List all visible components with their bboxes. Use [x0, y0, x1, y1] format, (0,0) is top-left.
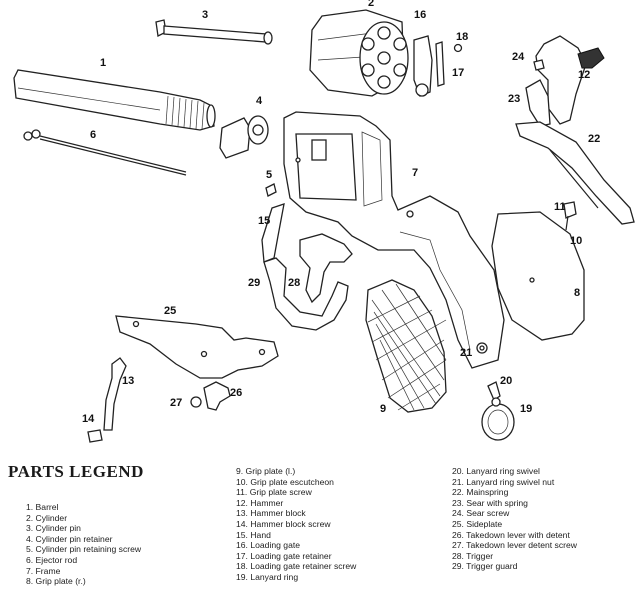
legend-item: 16. Loading gate [236, 540, 301, 551]
legend-item: 10. Grip plate escutcheon [236, 476, 334, 487]
part-lanyard-ring-swivel [487, 381, 501, 401]
callout-16: 16 [414, 9, 426, 21]
legend-column-1: 1. Barrel 2. Cylinder 3. Cylinder pin 4.… [26, 502, 141, 587]
part-hand [261, 203, 285, 263]
part-lanyard-ring [481, 397, 515, 441]
part-grip-plate-left [365, 279, 447, 413]
callout-7: 7 [412, 167, 418, 179]
legend-item: 17. Loading gate retainer [236, 550, 332, 561]
part-hammer-block-screw [87, 429, 103, 443]
legend-item: 22. Mainspring [452, 487, 509, 498]
legend-item: 2. Cylinder [26, 512, 68, 523]
callout-6: 6 [90, 129, 96, 141]
callout-8: 8 [574, 287, 580, 299]
part-mainspring [515, 121, 635, 225]
part-sear-with-spring [525, 79, 551, 127]
part-cylinder [309, 9, 409, 97]
legend-item: 9. Grip plate (l.) [236, 466, 296, 476]
legend-item: 4. Cylinder pin retainer [26, 533, 113, 544]
part-cylinder-pin [155, 19, 273, 45]
legend-item: 20. Lanyard ring swivel [452, 466, 540, 476]
callout-11: 11 [554, 201, 566, 213]
callout-26: 26 [230, 387, 242, 399]
callout-15: 15 [258, 215, 270, 227]
callout-4: 4 [256, 95, 263, 107]
legend-column-2: 9. Grip plate (l.) 10. Grip plate escutc… [236, 466, 356, 583]
part-barrel [13, 69, 216, 131]
legend-item: 27. Takedown lever detent screw [452, 540, 577, 551]
legend-item: 23. Sear with spring [452, 497, 528, 508]
part-lanyard-ring-swivel-nut [476, 342, 488, 354]
callout-28: 28 [288, 277, 300, 289]
legend-item: 18. Loading gate retainer screw [236, 561, 357, 572]
legend-item: 13. Hammer block [236, 508, 306, 519]
legend-item: 5. Cylinder pin retaining screw [26, 544, 142, 555]
callout-12: 12 [578, 69, 590, 81]
callout-20: 20 [500, 375, 512, 387]
callout-18: 18 [456, 31, 468, 43]
callout-3: 3 [202, 9, 208, 21]
callout-17: 17 [452, 67, 464, 79]
legend-item: 12. Hammer [236, 497, 284, 508]
legend-column-3: 20. Lanyard ring swivel 21. Lanyard ring… [452, 466, 577, 572]
legend-item: 3. Cylinder pin [26, 523, 81, 534]
part-loading-gate [413, 35, 463, 97]
callout-19: 19 [520, 403, 532, 415]
part-frame [283, 111, 505, 369]
legend-item: 1. Barrel [26, 502, 59, 512]
callout-10: 10 [570, 235, 582, 247]
callout-25: 25 [164, 305, 176, 317]
callout-9: 9 [380, 403, 386, 415]
legend-item: 7. Frame [26, 565, 61, 576]
part-cylinder-pin-retainer [219, 115, 269, 159]
part-grip-plate-right [491, 211, 585, 341]
callout-29: 29 [248, 277, 260, 289]
callout-22: 22 [588, 133, 600, 145]
callout-2: 2 [368, 0, 374, 9]
part-takedown-lever-detent-screw [190, 396, 202, 408]
callout-14: 14 [82, 413, 95, 425]
exploded-parts-diagram: 1 2 3 4 5 6 7 8 9 10 11 12 13 14 15 16 1… [13, 0, 635, 443]
legend-item: 25. Sideplate [452, 518, 503, 529]
callout-13: 13 [122, 375, 134, 387]
part-trigger-guard [263, 257, 349, 331]
callout-1: 1 [100, 57, 106, 69]
legend-item: 14. Hammer block screw [236, 518, 331, 529]
part-cylinder-pin-retaining-screw [265, 183, 277, 197]
legend-item: 11. Grip plate screw [236, 487, 312, 498]
part-hammer-block [103, 357, 127, 431]
callout-numbers: 1 2 3 4 5 6 7 8 9 10 11 12 13 14 15 16 1… [82, 0, 600, 425]
legend-item: 6. Ejector rod [26, 554, 78, 565]
part-grip-plate-screw [563, 201, 577, 231]
part-takedown-lever [203, 381, 231, 411]
part-trigger [299, 233, 353, 304]
part-sear-screw [533, 59, 545, 71]
callout-5: 5 [266, 169, 272, 181]
callout-21: 21 [460, 347, 472, 359]
legend-item: 24. Sear screw [452, 508, 510, 519]
legend-item: 15. Hand [236, 529, 271, 540]
part-sideplate [115, 315, 279, 379]
part-ejector-rod [23, 129, 187, 176]
callout-24: 24 [512, 51, 525, 63]
callout-23: 23 [508, 93, 520, 105]
callout-27: 27 [170, 397, 182, 409]
legend-item: 26. Takedown lever with detent [452, 529, 570, 540]
legend-item: 28. Trigger [452, 550, 494, 561]
legend-item: 29. Trigger guard [452, 561, 518, 572]
legend-item: 19. Lanyard ring [236, 571, 299, 582]
legend-item: 8. Grip plate (r.) [26, 576, 86, 587]
legend-item: 21. Lanyard ring swivel nut [452, 476, 555, 487]
legend-title: PARTS LEGEND [8, 462, 144, 481]
